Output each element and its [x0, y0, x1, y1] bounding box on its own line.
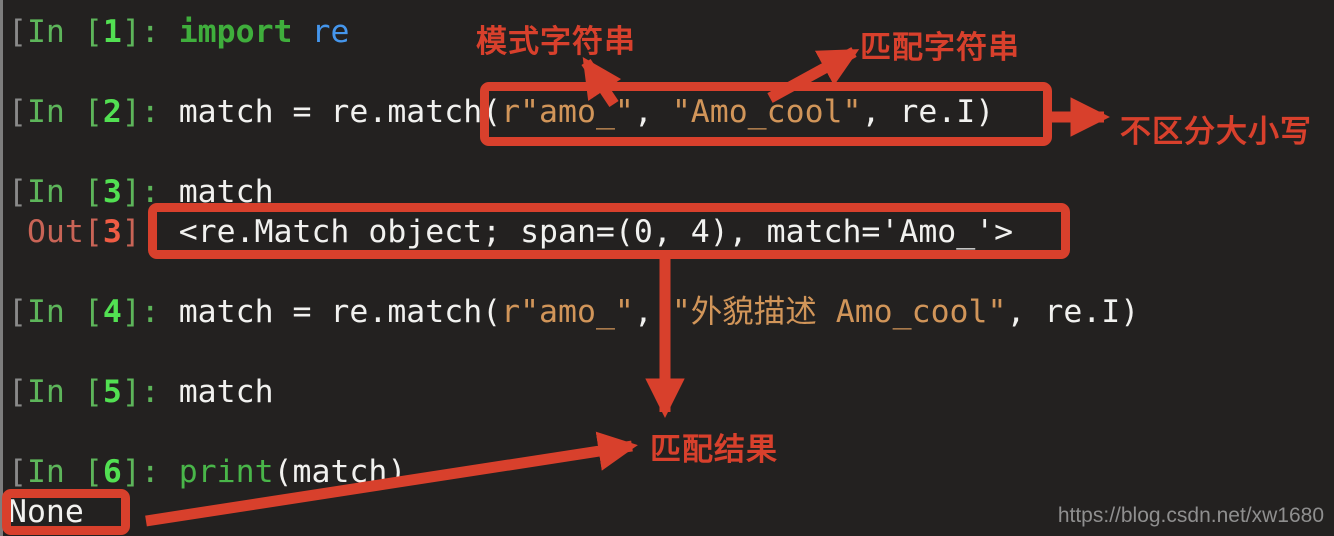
case-insensitive-label: 不区分大小写	[1120, 114, 1312, 149]
highlight-box-match-object	[148, 203, 1070, 259]
code-segment: [	[8, 374, 27, 410]
code-segment: 5	[102, 374, 122, 410]
code-segment: , re.I)	[861, 94, 995, 130]
code-segment: [	[83, 174, 103, 210]
terminal-line: [In [5]: match	[8, 372, 1139, 412]
code-segment: In	[26, 174, 84, 210]
terminal-line	[8, 412, 1139, 452]
code-segment: , re.I)	[1006, 294, 1140, 330]
terminal-line: [In [6]: print(match)	[8, 452, 1139, 492]
code-segment: ]:	[121, 374, 179, 410]
code-segment: In	[26, 14, 84, 50]
code-segment: re	[311, 14, 350, 50]
code-segment: import	[178, 14, 293, 50]
code-segment: ,	[633, 94, 672, 130]
code-segment: match	[178, 374, 274, 410]
code-segment: ]:	[121, 94, 179, 130]
terminal-line	[8, 332, 1139, 372]
match-string-label: 匹配字符串	[860, 30, 1020, 65]
match-result-label: 匹配结果	[650, 432, 778, 467]
code-segment: [	[8, 174, 27, 210]
code-segment: ]:	[121, 294, 179, 330]
code-segment: 3	[102, 174, 122, 210]
code-segment: [	[83, 294, 103, 330]
window-left-border	[0, 0, 3, 536]
code-segment: print	[178, 454, 274, 490]
terminal-line: [In [4]: match = re.match(r"amo_", "外貌描述…	[8, 292, 1139, 332]
code-segment: match = re.match(	[178, 294, 502, 330]
code-segment: <re.Match object; span=(0, 4), match='Am…	[178, 214, 1014, 250]
code-segment: In	[26, 374, 84, 410]
code-segment: ]:	[121, 454, 179, 490]
code-segment: 2	[102, 94, 122, 130]
code-segment: [	[83, 14, 103, 50]
code-segment: [	[8, 14, 27, 50]
code-segment	[8, 214, 27, 250]
code-segment: ]:	[121, 14, 179, 50]
code-segment: [	[8, 94, 27, 130]
code-segment: In	[26, 94, 84, 130]
code-segment: ,	[633, 294, 672, 330]
code-segment: Out[	[26, 214, 103, 250]
code-segment: 4	[102, 294, 122, 330]
terminal-line: None	[8, 492, 1139, 532]
code-segment: [	[83, 374, 103, 410]
code-segment	[293, 14, 312, 50]
code-segment: [	[8, 454, 27, 490]
pattern-string-label: 模式字符串	[476, 24, 636, 59]
code-segment: [	[83, 94, 103, 130]
highlight-box-none	[2, 489, 130, 535]
code-segment: 6	[102, 454, 122, 490]
terminal-line: Out[3]: <re.Match object; span=(0, 4), m…	[8, 212, 1139, 252]
code-segment: None	[8, 494, 84, 530]
code-segment: r"amo_"	[501, 294, 634, 330]
terminal-line: [In [1]: import re	[8, 12, 1139, 52]
code-segment: [	[8, 294, 27, 330]
code-segment: match = re.match(	[178, 94, 502, 130]
highlight-box-match-args	[480, 82, 1052, 146]
code-segment: In	[26, 454, 84, 490]
code-segment: (match)	[273, 454, 407, 490]
watermark-url: https://blog.csdn.net/xw1680	[1057, 504, 1324, 527]
code-segment: 1	[102, 14, 122, 50]
code-segment: 3	[102, 214, 122, 250]
code-segment: [	[83, 454, 103, 490]
code-segment: "外貌描述 Amo_cool"	[671, 294, 1007, 330]
code-segment: In	[26, 294, 84, 330]
